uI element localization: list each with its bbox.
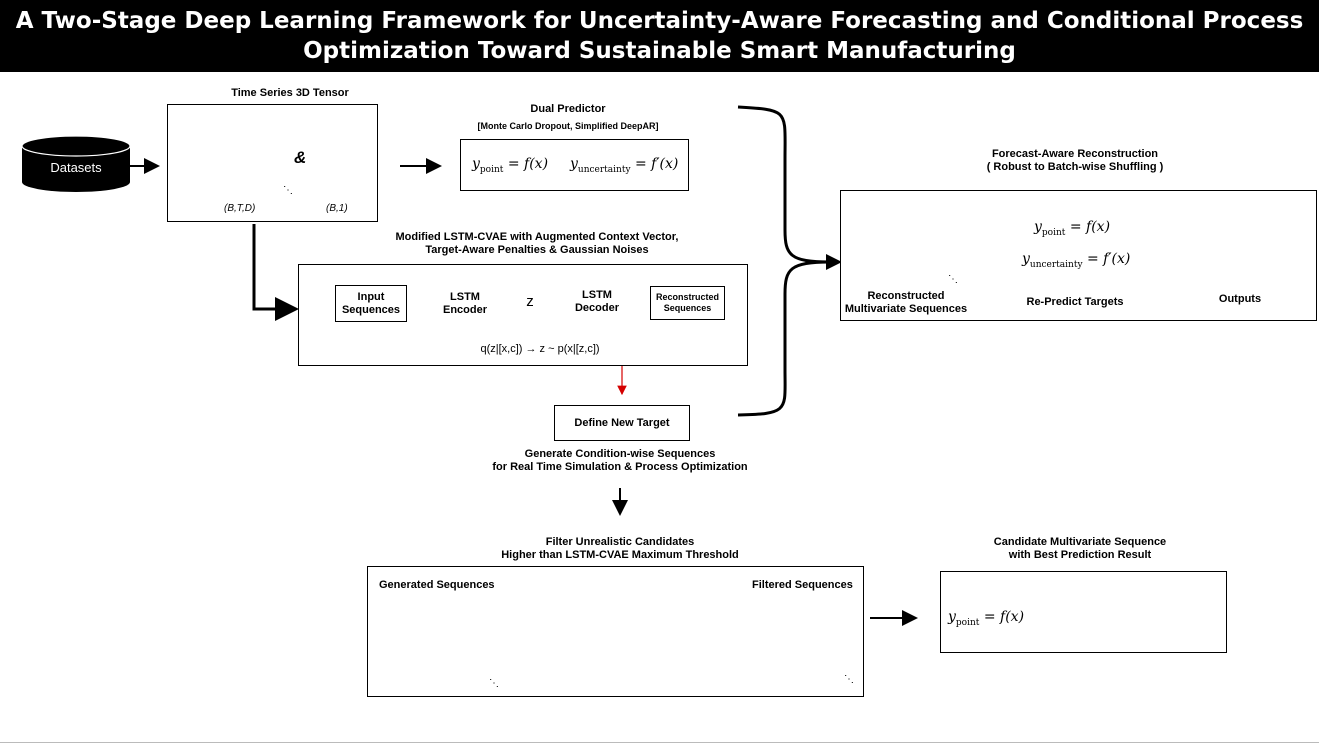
- candidate-title: Candidate Multivariate Sequence with Bes…: [993, 536, 1167, 561]
- reconstructed-sequences-node: Reconstructed Sequences: [650, 286, 725, 320]
- filter-title: Filter Unrealistic Candidates Higher tha…: [501, 536, 739, 561]
- tensor-dim-main: (B,T,D): [224, 203, 256, 214]
- tensor-box: [167, 104, 378, 222]
- filtered-ellipsis: ⋱: [844, 674, 854, 685]
- candidate-formula: ypoint = f(x): [948, 609, 1025, 628]
- filter-box: [367, 566, 864, 697]
- lstm-encoder-label: LSTM Encoder: [442, 291, 487, 316]
- reconstructed-ellipsis: ⋱: [948, 274, 958, 285]
- bottom-rule: [0, 742, 1319, 743]
- arrow-tensor-to-cvae: [252, 224, 299, 321]
- generate-label: Generate Condition-wise Sequences for Re…: [492, 448, 748, 473]
- cvae-formula: q(z|[x,c]) → z ~ p(x|[z,c]): [480, 343, 600, 355]
- define-target-node: Define New Target: [554, 405, 690, 441]
- merge-brace: [737, 105, 831, 417]
- predictor-uncertainty-formula: yuncertainty = f′(x): [570, 156, 679, 175]
- datasets-label: Datasets: [50, 160, 102, 175]
- datasets-cylinder-icon: [21, 135, 131, 192]
- candidate-box: [940, 571, 1227, 653]
- dual-predictor-subtitle: [Monte Carlo Dropout, Simplified DeepAR]: [477, 121, 659, 131]
- filtered-sequences-label: Filtered Sequences: [752, 579, 853, 591]
- reconstructed-multivariate-label: Reconstructed Multivariate Sequences: [844, 290, 968, 315]
- repredict-uncertainty-formula: yuncertainty = f′(x): [1022, 251, 1131, 270]
- tensor-ampersand: &: [294, 148, 307, 167]
- forecast-aware-box: [840, 190, 1317, 321]
- title-banner: A Two-Stage Deep Learning Framework for …: [0, 0, 1319, 72]
- latent-z-label: z: [526, 293, 534, 310]
- repredict-point-formula: ypoint = f(x): [1034, 219, 1111, 238]
- forecast-aware-title: Forecast-Aware Reconstruction ( Robust t…: [986, 148, 1164, 173]
- page-title: A Two-Stage Deep Learning Framework for …: [15, 8, 1304, 64]
- predictor-point-formula: ypoint = f(x): [472, 156, 549, 175]
- cvae-title: Modified LSTM-CVAE with Augmented Contex…: [395, 231, 679, 256]
- lstm-decoder-label: LSTM Decoder: [574, 289, 620, 314]
- dual-predictor-title: Dual Predictor: [530, 103, 606, 115]
- repredict-label: Re-Predict Targets: [1026, 296, 1124, 308]
- tensor-ellipsis: ⋱: [283, 185, 293, 196]
- outputs-label: Outputs: [1218, 293, 1262, 305]
- generated-ellipsis: ⋱: [489, 678, 499, 689]
- tensor-dim-target: (B,1): [326, 203, 348, 214]
- generated-sequences-label: Generated Sequences: [379, 579, 495, 591]
- tensor-title: Time Series 3D Tensor: [231, 87, 349, 99]
- dual-predictor-box: [460, 139, 689, 191]
- input-sequences-node: Input Sequences: [335, 285, 407, 322]
